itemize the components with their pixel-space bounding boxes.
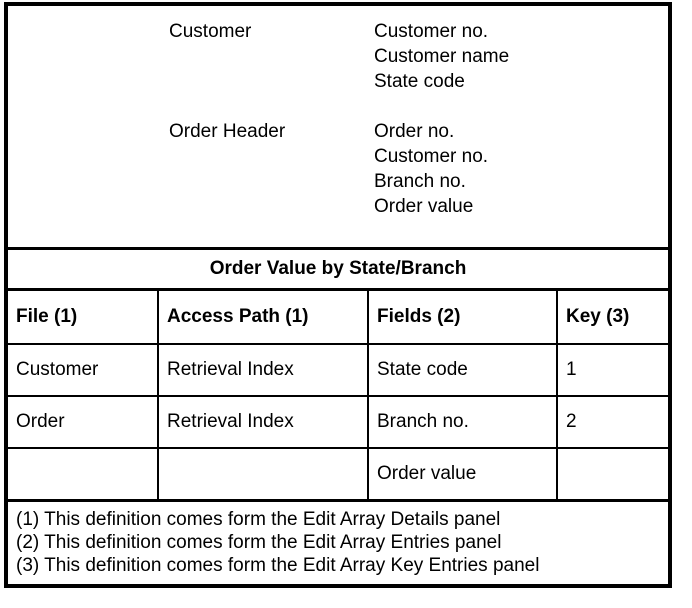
- cell-fields: State code: [367, 344, 558, 397]
- entity-field: Order no.: [374, 121, 455, 142]
- column-header-fields: Fields (2): [367, 289, 558, 345]
- entity-name: Customer: [169, 21, 252, 42]
- cell-access-path: Retrieval Index: [157, 344, 369, 397]
- entity-field: Customer name: [374, 46, 510, 67]
- cell-key: [556, 448, 668, 499]
- cell-fields: Order value: [367, 448, 558, 499]
- column-header-key: Key (3): [556, 289, 668, 345]
- cell-key: 1: [556, 344, 668, 397]
- entity-field-list: Order no. Customer no. Branch no. Order …: [374, 119, 488, 219]
- column-header-access-path: Access Path (1): [157, 289, 369, 345]
- entity-field: Order value: [374, 196, 474, 217]
- cell-access-path: [157, 448, 369, 499]
- column-header-file: File (1): [8, 289, 159, 345]
- footnote-1: (1) This definition comes form the Edit …: [16, 509, 501, 530]
- table-row: Order value: [8, 448, 668, 499]
- cell-file: Order: [8, 396, 159, 449]
- table-row: Customer Retrieval Index State code 1: [8, 344, 668, 397]
- cell-file: Customer: [8, 344, 159, 397]
- cell-file: [8, 448, 159, 499]
- entity-field: Customer no.: [374, 146, 489, 167]
- entity-field-list: Customer no. Customer name State code: [374, 19, 509, 94]
- cell-fields: Branch no.: [367, 396, 558, 449]
- page-title: Order Value by State/Branch: [209, 258, 467, 279]
- entity-name: Order Header: [169, 121, 286, 142]
- table-row: Order Retrieval Index Branch no. 2: [8, 396, 668, 449]
- footnote-2: (2) This definition comes form the Edit …: [16, 532, 502, 553]
- cell-access-path: Retrieval Index: [157, 396, 369, 449]
- specification-table: File (1) Access Path (1) Fields (2) Key …: [8, 288, 668, 499]
- entity-field: State code: [374, 71, 465, 92]
- specification-diagram: Customer Customer no. Customer name Stat…: [4, 2, 672, 588]
- entity-field-listing: Customer Customer no. Customer name Stat…: [8, 6, 668, 247]
- table-header-row: File (1) Access Path (1) Fields (2) Key …: [8, 289, 668, 345]
- diagram-title-band: Order Value by State/Branch: [8, 247, 668, 288]
- entity-field: Customer no.: [374, 21, 489, 42]
- footnote-section: (1) This definition comes form the Edit …: [8, 499, 668, 584]
- footnote-3: (3) This definition comes form the Edit …: [16, 555, 540, 576]
- entity-field: Branch no.: [374, 171, 466, 192]
- cell-key: 2: [556, 396, 668, 449]
